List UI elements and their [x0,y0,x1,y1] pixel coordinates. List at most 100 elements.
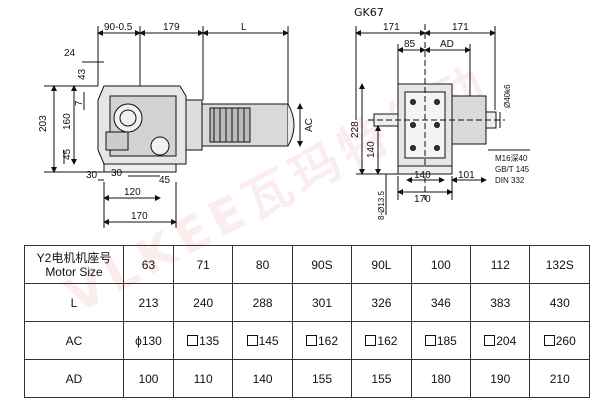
table-cell: 346 [410,283,472,322]
technical-drawing: 90-0.5 179 L 24 43 203 160 45 7 30 30 45… [38,22,530,228]
table-row: AD 100 110 140 155 155 180 190 210 [24,359,590,398]
dim-7: 7 [74,100,85,106]
cell-value: 213 [138,295,159,310]
dim-170-left: 170 [131,211,148,222]
motor-size-cell: 90S [291,245,353,284]
motor-size-cell: 90L [351,245,412,284]
dim-45: 45 [159,175,171,186]
table-cell: 288 [232,283,293,322]
row-label: AC [24,321,124,360]
dim-120: 120 [124,187,141,198]
cell-value: 185 [436,333,457,348]
square-symbol-icon [484,334,496,346]
dim-203: 203 [38,115,49,132]
cell-value: 288 [252,295,273,310]
cell-value: 130 [141,333,162,348]
cell-value: 383 [490,295,511,310]
table-cell: 155 [351,359,412,398]
table-cell: 180 [410,359,472,398]
cell-value: 190 [490,371,511,386]
table-cell: 301 [291,283,353,322]
front-view-labels: 171 171 85 AD 228 140 8-Ø13.5 Ø40k6 140 … [350,22,530,220]
square-symbol-icon [424,334,436,346]
table-cell: 155 [291,359,353,398]
header-label-cn: Y2电机机座号 [36,250,112,265]
dim-171-left: 171 [383,22,400,33]
cell-value: 260 [555,333,576,348]
row-label: L [24,283,124,322]
thread-standard-gb: GB/T 145 [495,165,530,174]
diameter-symbol: ϕ [135,333,142,348]
table-cell: ϕ130 [123,321,174,360]
table-cell: 110 [172,359,234,398]
motor-size-cell: 80 [232,245,293,284]
front-view [355,24,530,215]
dim-30: 30 [111,168,123,179]
cell-value: 210 [549,371,570,386]
dim-160: 160 [62,113,73,130]
dim-ac: AC [304,118,315,132]
motor-size-cell: 112 [470,245,531,284]
motor-size-cell: 63 [123,245,174,284]
dim-l: L [241,22,247,33]
square-symbol-icon [187,334,199,346]
table-cell: 162 [291,321,353,360]
table-cell: 100 [123,359,174,398]
table-cell: 326 [351,283,412,322]
bolt-hole-spec: 8-Ø13.5 [377,191,386,220]
dim-43: 43 [77,68,88,80]
cell-value: 155 [311,371,333,386]
dim-85: 85 [404,39,416,50]
dim-101: 101 [458,170,475,181]
table-cell: 145 [232,321,293,360]
cell-value: 346 [430,295,451,310]
row-label: AD [24,359,124,398]
table-cell: 162 [351,321,412,360]
square-symbol-icon [305,334,317,346]
motor-size-cell: 132S [529,245,590,284]
cell-value: 326 [371,295,392,310]
dim-140-vertical: 140 [366,141,377,158]
dim-179: 179 [163,22,180,33]
table-cell: 260 [529,321,590,360]
cell-value: 162 [317,333,339,348]
dim-ad: AD [440,39,454,50]
dim-170-right: 170 [414,194,431,205]
cell-value: 145 [258,333,279,348]
cell-value: 155 [371,371,392,386]
table-cell: 135 [172,321,234,360]
thread-standard-din: DIN 332 [495,176,525,185]
table-cell: 185 [410,321,472,360]
cell-value: 180 [430,371,451,386]
cell-value: 162 [377,333,398,348]
dim-171-right: 171 [452,22,469,33]
motor-size-cell: 71 [172,245,234,284]
cell-value: 100 [138,371,159,386]
cell-value: 204 [496,333,517,348]
table-cell: 204 [470,321,531,360]
motor-size-cell: 100 [410,245,472,284]
table-cell: 210 [529,359,590,398]
dim-140-bottom: 140 [414,170,431,181]
cell-value: 301 [311,295,333,310]
square-symbol-icon [365,334,377,346]
cell-value: 430 [549,295,570,310]
cell-value: 140 [252,371,273,386]
square-symbol-icon [543,334,555,346]
table-cell: 430 [529,283,590,322]
table-row: L 213 240 288 301 326 346 383 430 [24,283,590,322]
dim-45-left: 45 [62,148,73,160]
cell-value: 240 [193,295,214,310]
dim-30-left: 30 [86,170,98,181]
side-view [44,26,303,228]
dim-228: 228 [350,121,361,138]
thread-spec: M16深40 [495,154,528,163]
shaft-diameter: Ø40k6 [503,84,512,108]
drawing-title: GK67 [354,6,384,19]
dim-24: 24 [64,48,76,59]
dim-90: 90-0.5 [104,22,133,33]
side-view-labels: 90-0.5 179 L 24 43 203 160 45 7 30 30 45… [38,22,315,222]
